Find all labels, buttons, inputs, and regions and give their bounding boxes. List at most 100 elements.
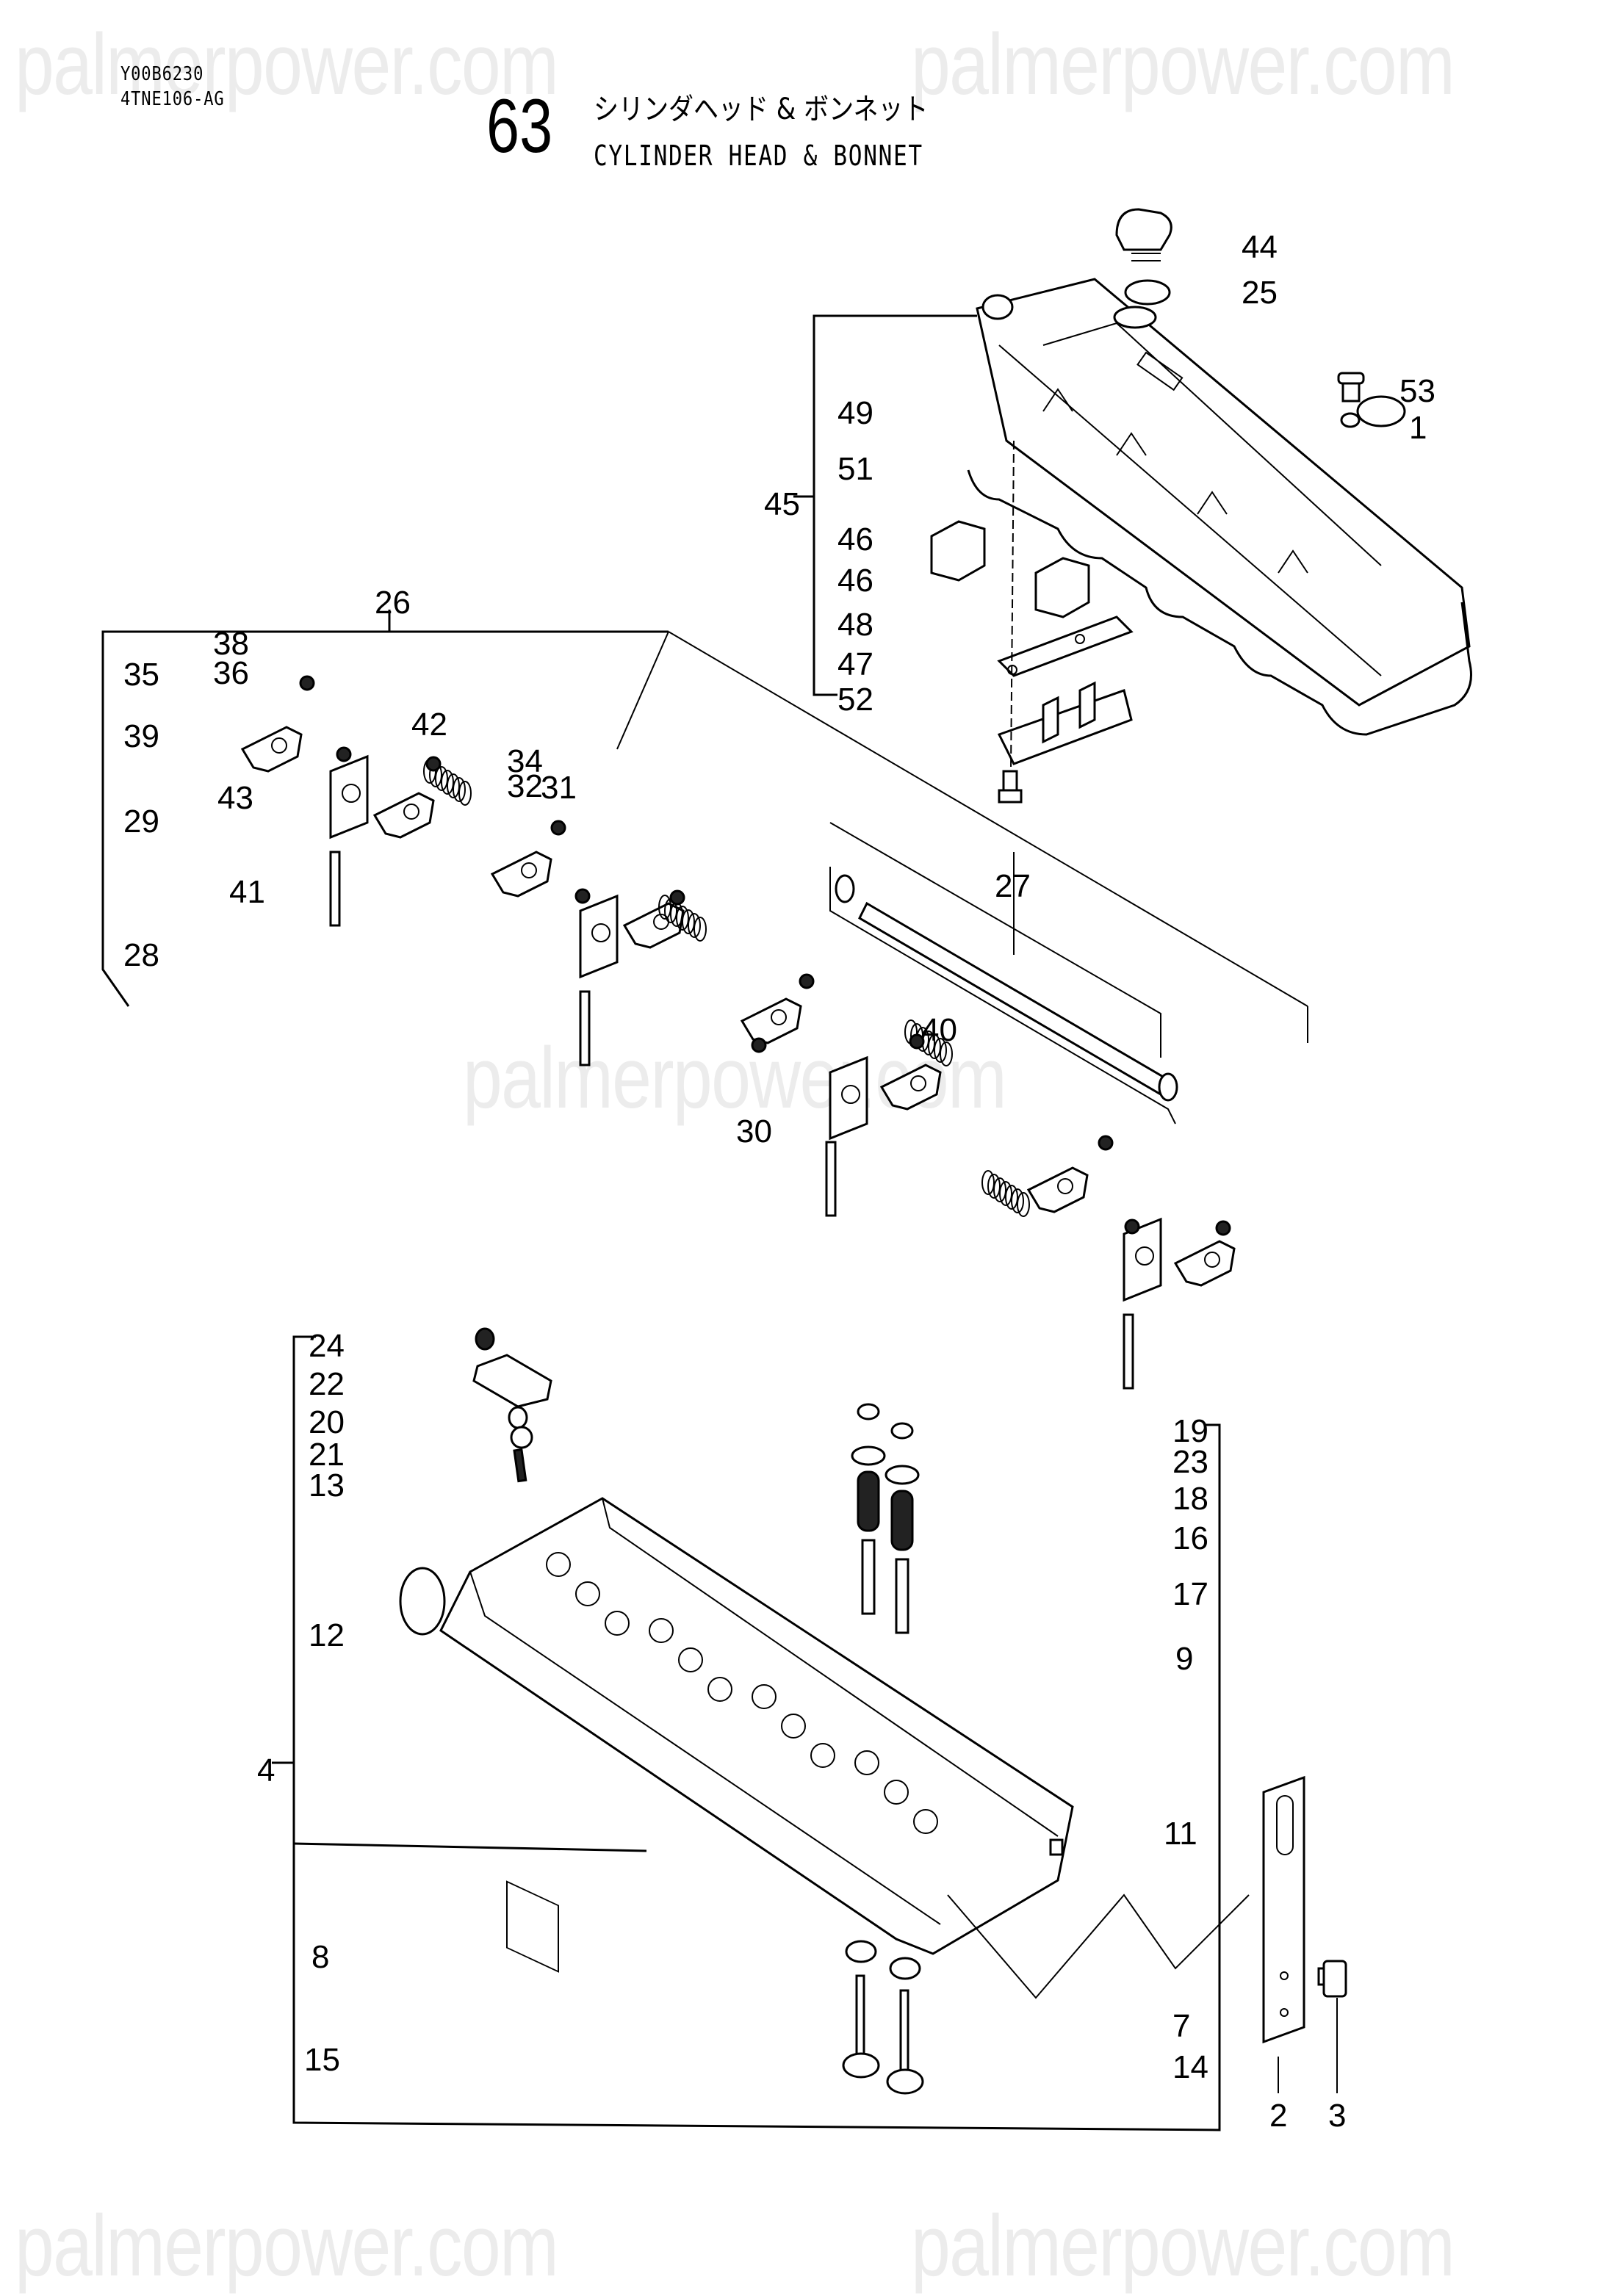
callout-packing-block: 46 bbox=[837, 521, 873, 557]
stud-icon bbox=[1123, 1313, 1134, 1390]
callout-stem-seal: 17 bbox=[1172, 1576, 1208, 1612]
callout-lifting-eye: 2 bbox=[1269, 2098, 1287, 2134]
plug-12 bbox=[399, 1567, 446, 1636]
callout-o-ring: 25 bbox=[1242, 275, 1278, 311]
nut-icon bbox=[425, 756, 442, 772]
nut-icon bbox=[550, 820, 566, 836]
nut-icon bbox=[574, 888, 591, 904]
rocker-support-icon bbox=[579, 894, 619, 979]
rocker-shaft bbox=[829, 822, 1178, 1124]
callout-packing-block: 46 bbox=[837, 563, 873, 599]
stud-icon bbox=[579, 990, 591, 1066]
nut-icon bbox=[1124, 1219, 1140, 1235]
callout-spring-retainer: 18 bbox=[1172, 1481, 1208, 1517]
nut-icon bbox=[909, 1033, 925, 1050]
callout-plug: 11 bbox=[1164, 1816, 1197, 1852]
callout-rocker-arm-exhaust: 35 bbox=[123, 657, 159, 693]
figure-number: 63 bbox=[486, 84, 553, 169]
head-port bbox=[546, 1552, 571, 1577]
head-port bbox=[913, 1809, 938, 1834]
callout-oil-filler-cap: 44 bbox=[1242, 229, 1278, 265]
callout-rocker-arm-assembly: 26 bbox=[375, 585, 411, 621]
callout-labels: 4425531454951464648475226383635392928424… bbox=[123, 229, 1435, 2134]
rocker-arm-icon bbox=[879, 1064, 942, 1111]
head-port bbox=[884, 1780, 909, 1805]
bolt-3 bbox=[1317, 1960, 1347, 1998]
rocker-arm-icon bbox=[372, 792, 435, 839]
callout-intake-valve-seat: 7 bbox=[1172, 2008, 1190, 2044]
callout-screw: 40 bbox=[921, 1012, 957, 1048]
head-port bbox=[752, 1684, 777, 1709]
callout-rocker-support: 29 bbox=[123, 804, 159, 840]
nut-icon bbox=[799, 973, 815, 989]
breather-plate bbox=[997, 681, 1133, 765]
head-port bbox=[707, 1677, 732, 1702]
callout-valve-spring: 16 bbox=[1172, 1520, 1208, 1556]
callout-nozzle-retainer: 22 bbox=[309, 1366, 345, 1402]
callout-nut: 24 bbox=[309, 1328, 345, 1364]
head-port bbox=[854, 1750, 879, 1775]
callout-bonnet-gasket: 51 bbox=[837, 451, 873, 487]
callout-cylinder-head-assembly: 4 bbox=[257, 1752, 275, 1788]
callout-o-ring-small: 1 bbox=[1409, 410, 1427, 446]
cylinder-head bbox=[439, 1497, 1074, 1973]
callout-breather-plate: 47 bbox=[837, 646, 873, 682]
callout-adjusting-screw: 32 bbox=[507, 768, 543, 804]
nut-icon bbox=[336, 746, 352, 762]
o-ring-25 bbox=[1124, 279, 1171, 306]
stud-icon bbox=[825, 1141, 837, 1217]
head-port bbox=[678, 1647, 703, 1672]
callout-bolt: 3 bbox=[1328, 2098, 1346, 2134]
spring-icon bbox=[658, 895, 707, 942]
callout-washer: 21 bbox=[309, 1437, 345, 1473]
rocker-arm-icon bbox=[740, 997, 802, 1044]
bolt-52 bbox=[998, 770, 1023, 804]
title-english: CYLINDER HEAD & BONNET bbox=[594, 140, 923, 172]
nut-icon bbox=[751, 1037, 767, 1053]
nut-icon bbox=[299, 675, 315, 691]
callout-adjusting-screw: 36 bbox=[213, 655, 249, 691]
bracket-45 bbox=[813, 314, 977, 696]
head-port bbox=[649, 1618, 674, 1643]
head-port bbox=[605, 1611, 630, 1636]
callout-spring: 28 bbox=[123, 937, 159, 973]
rocker-support-icon bbox=[329, 754, 369, 840]
callout-bolt: 52 bbox=[837, 682, 873, 718]
nozzle-retainer bbox=[472, 1327, 552, 1483]
callout-plug: 53 bbox=[1399, 373, 1435, 409]
rocker-arm-icon bbox=[240, 726, 303, 773]
rocker-support-icon bbox=[829, 1055, 868, 1141]
head-port bbox=[810, 1743, 835, 1768]
callout-stud: 41 bbox=[229, 874, 265, 910]
callout-valve-guide: 9 bbox=[1175, 1641, 1193, 1677]
bracket-26 bbox=[101, 630, 669, 1007]
rocker-support-icon bbox=[1123, 1217, 1162, 1302]
packing-block bbox=[930, 520, 1090, 618]
catalog-code: Y00B6230 bbox=[120, 63, 204, 85]
nut-icon bbox=[1215, 1220, 1231, 1236]
plug-53 bbox=[1337, 372, 1365, 402]
callout-cotter: 23 bbox=[1172, 1444, 1208, 1480]
valve-parts bbox=[842, 1403, 1064, 2095]
stud-icon bbox=[329, 851, 341, 927]
nut-icon bbox=[1098, 1135, 1114, 1151]
callout-intake-valve: 14 bbox=[1172, 2049, 1208, 2085]
callout-exhaust-valve: 15 bbox=[304, 2042, 340, 2078]
callout-rocker-shaft: 27 bbox=[995, 868, 1031, 904]
head-port bbox=[575, 1581, 600, 1606]
callout-snap-ring: 39 bbox=[123, 718, 159, 754]
callout-plug: 12 bbox=[309, 1617, 345, 1653]
callout-breather-gasket: 48 bbox=[837, 607, 873, 643]
bracket-4 bbox=[292, 1335, 1221, 2131]
oil-filler-cap bbox=[1115, 208, 1172, 261]
callout-rocker-arm-intake: 31 bbox=[541, 770, 577, 806]
lifting-eye bbox=[1262, 1775, 1305, 2044]
rocker-arm-icon bbox=[490, 851, 552, 898]
callout-exhaust-valve-seat: 8 bbox=[311, 1939, 329, 1975]
rocker-arm-icon bbox=[1026, 1166, 1089, 1213]
bonnet-gasket bbox=[967, 469, 1472, 736]
callout-stud: 13 bbox=[309, 1468, 345, 1503]
callout-nut: 38 bbox=[213, 626, 249, 662]
head-port bbox=[781, 1714, 806, 1739]
